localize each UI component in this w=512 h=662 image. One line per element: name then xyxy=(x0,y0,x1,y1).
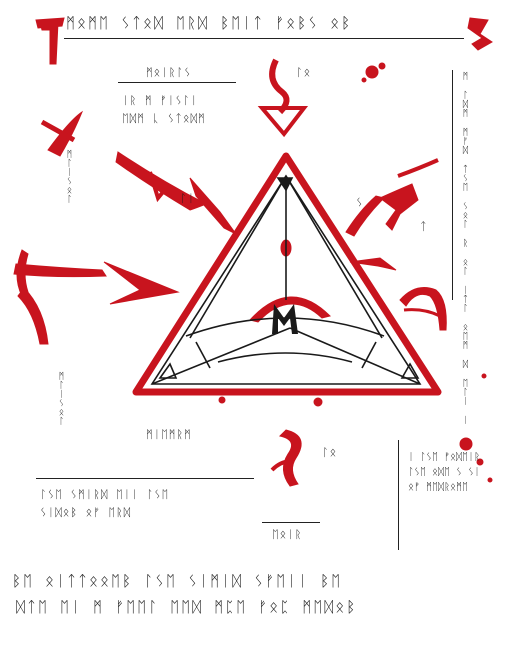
bottom-left-line-2: ᛊᛁᛞᛟᛒ ᛟᚠ ᛖᚱᛞ xyxy=(40,506,132,519)
lower-hook-stroke xyxy=(279,429,302,487)
apex-stroke xyxy=(269,58,290,115)
left-arrow-stroke xyxy=(103,261,180,305)
left-curve-stroke xyxy=(17,287,49,345)
ink-lines xyxy=(150,174,422,385)
apex-triangle xyxy=(257,106,309,138)
bottom-center-rule xyxy=(262,522,320,523)
left-claw-stroke xyxy=(40,119,76,143)
left-label: ᛗᛟᛁᚱᛚᛊ xyxy=(146,66,192,79)
base-left-glyphs: ᛗᛁᛖᛗᚱᛗ xyxy=(146,428,192,441)
bottom-right-glyph-block: ᛁ ᛚᛊᛖ ᚠᛟᛞᛖᛁᚱ ᛚᛊᛖ ᛟᛞᛖ ᛊ ᛊᛁ ᛟᚠ ᛗᛖᛞᚱᛟᛗᛖ xyxy=(408,452,481,493)
bottom-right-rule xyxy=(398,440,399,550)
right-slash-stroke xyxy=(345,195,385,237)
left-slash-stroke xyxy=(115,151,208,211)
left-corner xyxy=(158,362,178,379)
blood-strokes xyxy=(13,17,493,487)
right-glyph-column: ᛗ ᛚᛞᛗ ᛗᚠᛞ ᛏᛊᛖ ᛊᛟᛚ ᚱ ᛟᛚ ᛁᛏᛚ ᛟᛖᛗ ᛞ ᛖᛚᛁ ᛁ xyxy=(460,72,470,425)
top-right-hook-stroke xyxy=(467,17,493,51)
main-triangle-outline xyxy=(132,152,442,396)
inner-line xyxy=(189,175,287,339)
right-col-rule xyxy=(452,70,453,300)
left-slash-stroke xyxy=(189,177,237,235)
right-curve-stroke xyxy=(403,308,441,318)
splatter-dot xyxy=(459,437,473,451)
inner-line xyxy=(289,327,421,385)
left-label-rule xyxy=(118,82,236,83)
top-left-bracket-stroke xyxy=(39,21,59,65)
splatter-dot xyxy=(313,397,323,407)
right-corner xyxy=(400,362,420,379)
left-glyph-column-1: ᛗᛚᛁᛊᛟᛚ xyxy=(64,150,74,204)
splatter-dot xyxy=(365,65,379,79)
bottom-left-line-1: ᛚᛊᛖ ᛊᛗᛁᚱᛞ ᛖᛁᛁ ᛚᛊᛖ xyxy=(40,488,170,501)
splatter-dot xyxy=(361,77,367,83)
bottom-left-rule xyxy=(36,478,254,479)
inner-line xyxy=(195,341,211,369)
top-glyph-line: ᛗᛟᛗᛖ ᛊᛏᛟᛞ ᛖᚱᛞ ᛒᛖᛁᛏ ᚠᛟᛒᛊ ᛟᛒ xyxy=(66,14,353,32)
base-center-glyphs: ᛚᛟ xyxy=(322,446,338,459)
right-bolt-stroke xyxy=(379,183,419,231)
footer-line-2: ᛞᛏᛖ ᛖᛁ ᛗ ᚠᛖᛖᛚ ᛖᛖᛞ ᛗᛈᛖ ᚠᛟᛈ ᛗᛖᛞᛟᛒ xyxy=(16,598,358,616)
left-glyph-column-2: ᛗᛚᛁᛊᛟᛚ xyxy=(56,372,66,426)
top-rule xyxy=(64,38,464,39)
left-arrow-stroke xyxy=(13,263,107,278)
apex-corner xyxy=(276,177,294,192)
splatter-dot xyxy=(218,396,226,404)
small-glyph-left: ᛚᛁ xyxy=(180,192,196,205)
left-curve-stroke xyxy=(16,249,29,297)
left-block-line-1: ᛁᚱ ᛗ ᚠᛁᛊᛚᛁ xyxy=(122,94,199,107)
right-curve-stroke xyxy=(399,287,447,331)
right-bolt-stroke xyxy=(397,158,439,178)
splatter-dot xyxy=(378,62,386,70)
inner-curve xyxy=(217,352,353,363)
small-glyph-right-1: ᛊ xyxy=(356,196,364,209)
footer-line-1: ᛒᛖ ᛟᛁᛏᛏᛟᛟᛖᛒ ᛚᛊᛖ ᛊᛁᛗᛁᛞ ᛊᚠᛖᛁᛁ ᛒᛖ xyxy=(12,572,343,590)
left-block-line-2: ᛖᛞᛗ ᚳ ᛊᛏᛟᛞᛗ xyxy=(122,112,206,125)
inner-line xyxy=(285,175,383,339)
splatter-dot xyxy=(481,373,487,379)
apex-mark: ᛚᛟ xyxy=(296,66,312,79)
lower-hook-stroke xyxy=(270,459,293,472)
left-slash-stroke xyxy=(148,171,170,203)
splatter-dot xyxy=(476,458,484,466)
inner-triangle xyxy=(150,174,422,385)
splatter-dot xyxy=(487,477,493,483)
right-slash-stroke xyxy=(349,257,397,271)
inner-line xyxy=(361,341,377,369)
center-m-sigil xyxy=(272,304,298,334)
bottom-center-glyphs: ᛖᛟᛁᚱ xyxy=(272,528,303,541)
top-left-bar-stroke xyxy=(35,17,65,29)
small-glyph-right-2: ᛏ xyxy=(420,220,428,233)
